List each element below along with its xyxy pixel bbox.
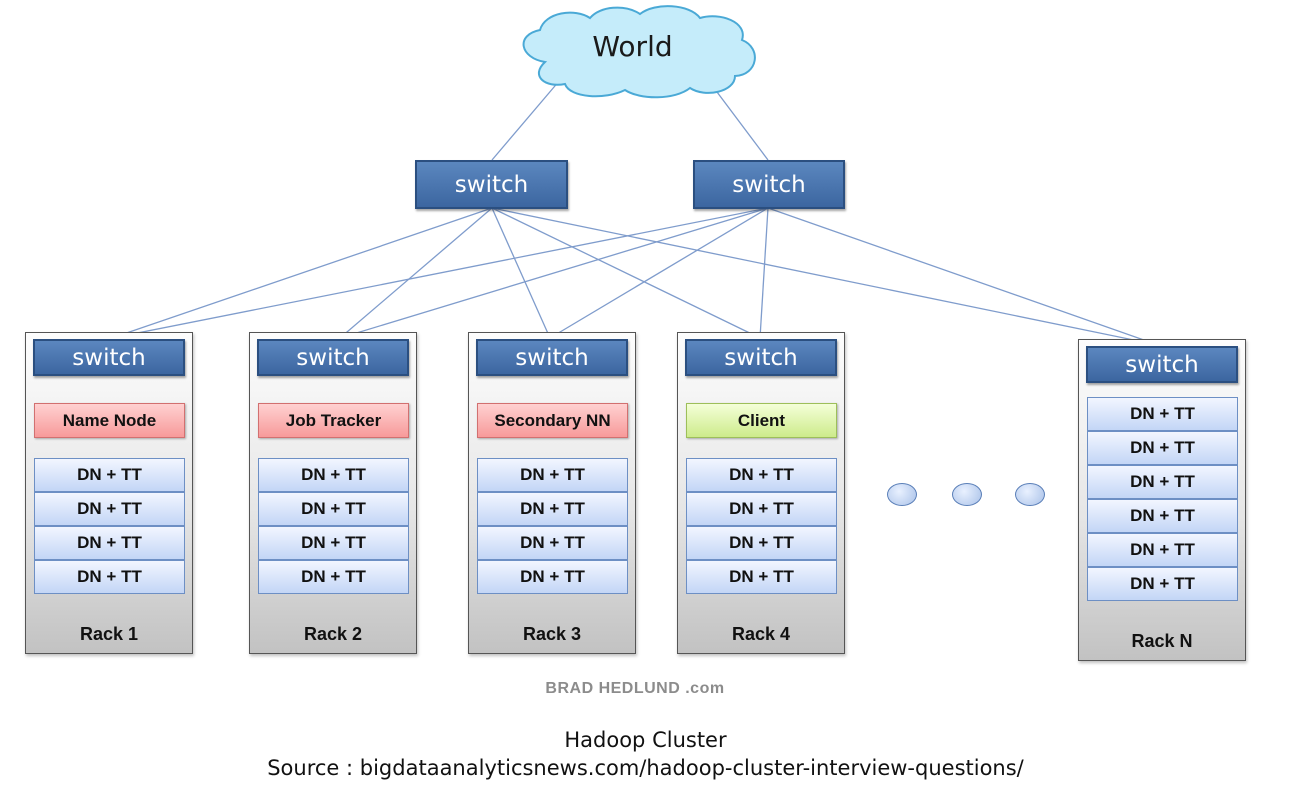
rack-switch: switch (33, 339, 185, 376)
link-s2-rack2 (339, 207, 769, 339)
caption-title: Hadoop Cluster (564, 728, 727, 752)
data-node: DN + TT (477, 560, 628, 594)
ellipsis-dot (887, 483, 917, 506)
data-node: DN + TT (686, 560, 837, 594)
data-node: DN + TT (686, 492, 837, 526)
rack-2: switch Job Tracker DN + TT DN + TT DN + … (249, 332, 417, 654)
link-s1-rack1 (111, 207, 493, 339)
rack-label: Rack 1 (79, 624, 139, 644)
data-node: DN + TT (1087, 499, 1238, 533)
rack-switch: switch (685, 339, 837, 376)
data-node-list: DN + TT DN + TT DN + TT DN + TT (258, 458, 409, 594)
data-node: DN + TT (1087, 567, 1238, 601)
data-node: DN + TT (34, 492, 185, 526)
link-s1-rack3 (491, 207, 551, 339)
rack-switch: switch (1086, 346, 1238, 383)
rack-label: Rack 3 (522, 624, 582, 644)
rack-4: switch Client DN + TT DN + TT DN + TT DN… (677, 332, 845, 654)
rack-label: Rack 4 (731, 624, 791, 644)
link-s2-rack1 (111, 207, 769, 339)
core-switch-1: switch (415, 160, 568, 209)
data-node-list: DN + TT DN + TT DN + TT DN + TT (686, 458, 837, 594)
world-label: World (592, 30, 673, 63)
data-node: DN + TT (1087, 533, 1238, 567)
data-node: DN + TT (34, 458, 185, 492)
link-s2-rack4 (759, 207, 769, 339)
job-tracker: Job Tracker (258, 403, 409, 438)
name-node: Name Node (34, 403, 185, 438)
rack-switch: switch (257, 339, 409, 376)
data-node: DN + TT (258, 526, 409, 560)
world-cloud (522, 5, 756, 99)
core-switch-2: switch (693, 160, 845, 209)
data-node-list: DN + TT DN + TT DN + TT DN + TT (477, 458, 628, 594)
link-world-switch-1 (491, 79, 561, 161)
data-node-list: DN + TT DN + TT DN + TT DN + TT DN + TT … (1087, 397, 1238, 601)
data-node: DN + TT (258, 492, 409, 526)
rack-label: Rack N (1131, 631, 1193, 651)
link-s2-rackN (767, 207, 1159, 346)
link-s2-rack3 (549, 207, 769, 339)
data-node: DN + TT (477, 492, 628, 526)
link-s1-rack4 (491, 207, 761, 339)
data-node: DN + TT (1087, 431, 1238, 465)
watermark: BRAD HEDLUND .com (545, 680, 725, 697)
data-node: DN + TT (686, 526, 837, 560)
rack-3: switch Secondary NN DN + TT DN + TT DN +… (468, 332, 636, 654)
rack-1: switch Name Node DN + TT DN + TT DN + TT… (25, 332, 193, 654)
rack-switch: switch (476, 339, 628, 376)
rack-n: switch DN + TT DN + TT DN + TT DN + TT D… (1078, 339, 1246, 661)
secondary-name-node: Secondary NN (477, 403, 628, 438)
data-node: DN + TT (477, 458, 628, 492)
ellipsis-dot (952, 483, 982, 506)
link-s1-rackN (491, 207, 1159, 346)
client-node: Client (686, 403, 837, 438)
data-node: DN + TT (477, 526, 628, 560)
data-node: DN + TT (34, 526, 185, 560)
data-node: DN + TT (686, 458, 837, 492)
rack-label: Rack 2 (303, 624, 363, 644)
data-node: DN + TT (34, 560, 185, 594)
link-world-switch-2 (707, 79, 769, 161)
data-node: DN + TT (1087, 465, 1238, 499)
data-node: DN + TT (1087, 397, 1238, 431)
data-node: DN + TT (258, 560, 409, 594)
data-node-list: DN + TT DN + TT DN + TT DN + TT (34, 458, 185, 594)
link-s1-rack2 (339, 207, 493, 339)
caption-source: Source : bigdataanalyticsnews.com/hadoop… (267, 756, 1024, 780)
ellipsis-dot (1015, 483, 1045, 506)
data-node: DN + TT (258, 458, 409, 492)
